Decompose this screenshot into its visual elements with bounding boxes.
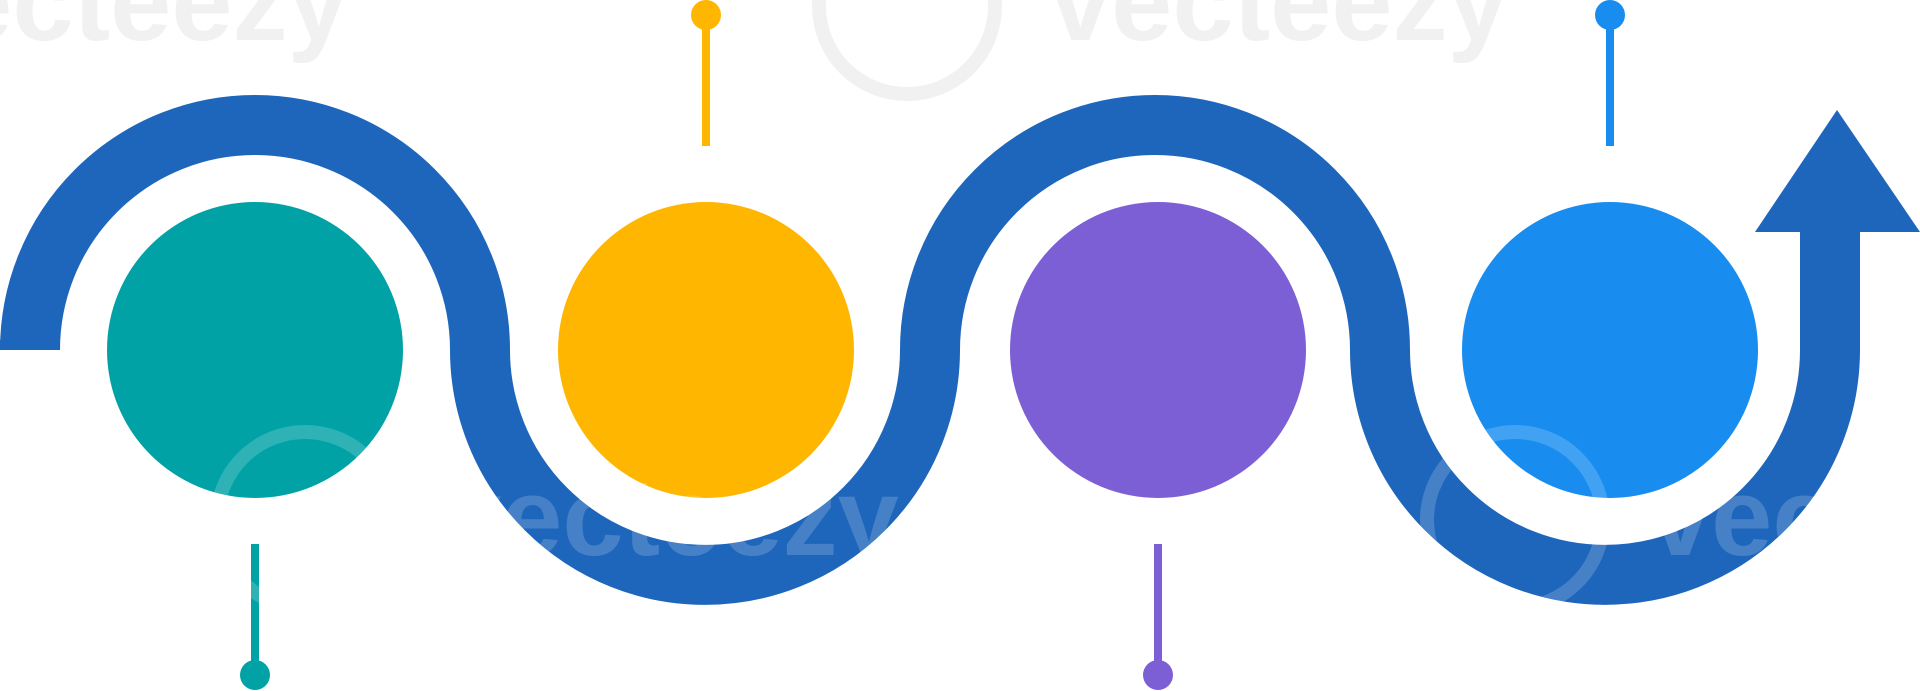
step-4-pin [1595,0,1625,146]
timeline-road [0,95,1860,605]
step-2-pin [691,0,721,146]
step-1-circle [107,202,403,498]
watermark-text-middle: vecteezy [440,456,899,579]
road-start-cap [0,340,60,350]
arrow-head-icon [1755,110,1920,232]
watermark-logo-icon [812,0,1002,101]
step-1-pin [240,544,270,690]
watermark-foreground: vecteezy vecteezy [210,425,1920,615]
step-4-circle [1462,202,1758,498]
watermark-logo-icon [1420,425,1610,615]
watermark-logo-icon [210,425,400,615]
watermark-background: vecteezy vecteezy [0,0,1509,101]
watermark-text-right: vecteezy [1650,456,1920,579]
step-3-circle [1010,202,1306,498]
step-2-circle [558,202,854,498]
watermark-text-top-center: vecteezy [1050,0,1509,64]
step-3-pin [1143,544,1173,690]
watermark-text-top-left: vecteezy [0,0,349,64]
